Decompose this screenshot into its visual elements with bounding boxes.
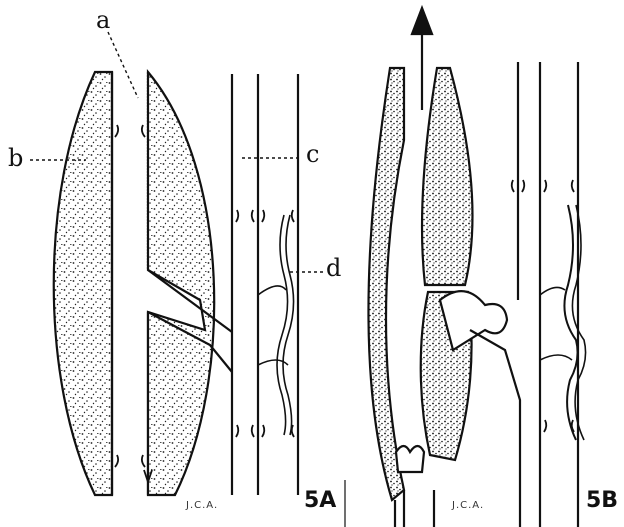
- muscle-right-5a: [148, 72, 214, 495]
- panel-5b: [368, 8, 585, 527]
- up-arrow-icon: [412, 8, 432, 34]
- signature-5b: J.C.A.: [452, 500, 484, 511]
- panel-label-5b: 5B: [586, 490, 618, 512]
- muscle-left-5a: [54, 72, 112, 495]
- label-d: d: [326, 256, 341, 280]
- label-a: a: [96, 8, 110, 32]
- label-c: c: [306, 142, 319, 166]
- muscle-right-upper-5b: [422, 68, 472, 285]
- label-b: b: [8, 146, 23, 170]
- signature-5a: J.C.A.: [186, 500, 218, 511]
- panel-5a: [30, 32, 324, 495]
- muscle-left-5b: [368, 68, 404, 500]
- panel-label-5a: 5A: [304, 490, 336, 512]
